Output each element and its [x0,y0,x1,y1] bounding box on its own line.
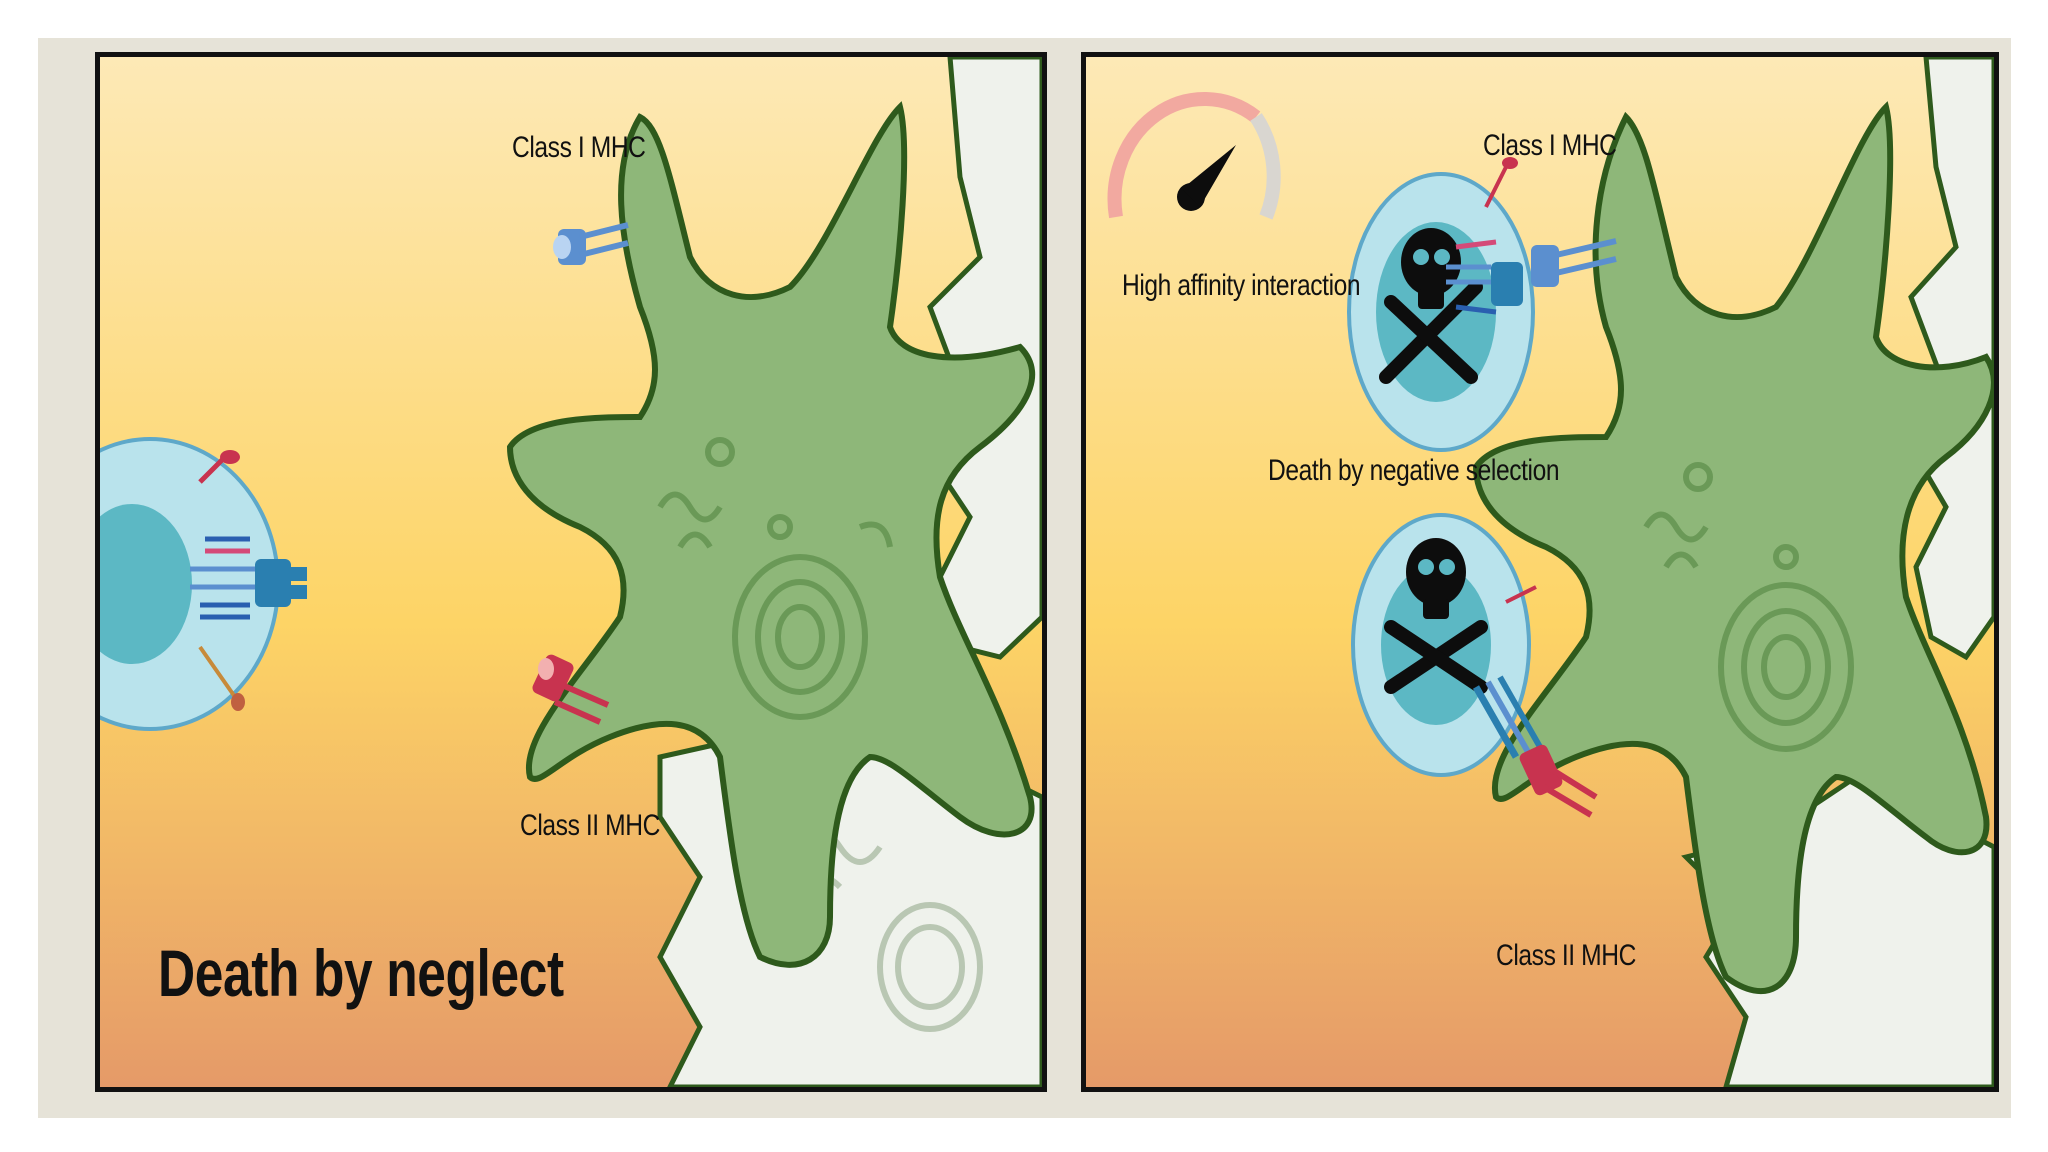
white-cell-top-right [1908,57,1994,661]
thymocyte [100,437,307,731]
label-class2-mhc: Class II MHC [520,809,660,842]
illustration-right [1086,57,1994,1087]
label-class2-mhc: Class II MHC [1496,939,1636,972]
thymocyte-upper [1347,157,1617,452]
class2-mhc-molecule [532,654,610,725]
dendritic-cell-organelles [657,437,893,720]
class1-mhc-molecule [553,222,629,265]
label-death-by-negative-selection: Death by negative selection [1268,454,1560,487]
class1-mhc-molecule [1531,238,1617,287]
dendritic-cell-organelles [1643,462,1854,752]
panel-death-by-neglect: Class I MHC Class II MHC Death by neglec… [95,52,1047,1092]
t-cell-receptor [190,536,307,620]
t-cell-receptor-upper [1446,239,1523,315]
affinity-gauge-icon [1107,92,1281,220]
label-class1-mhc: Class I MHC [512,131,646,164]
thymocyte-lower [1351,513,1598,818]
panel-negative-selection: Class I MHC High affinity interaction De… [1081,52,1999,1092]
dendritic-cell [1472,101,1994,995]
label-class1-mhc: Class I MHC [1483,129,1617,162]
skull-crossbones-icon [1384,538,1488,694]
label-high-affinity-interaction: High affinity interaction [1122,269,1361,302]
illustration-left [100,57,1042,1087]
caption-death-by-neglect: Death by neglect [158,936,564,1010]
skull-crossbones-icon [1379,228,1483,384]
class2-mhc-molecule [1519,744,1598,818]
t-cell-receptor-lower [1472,675,1543,759]
